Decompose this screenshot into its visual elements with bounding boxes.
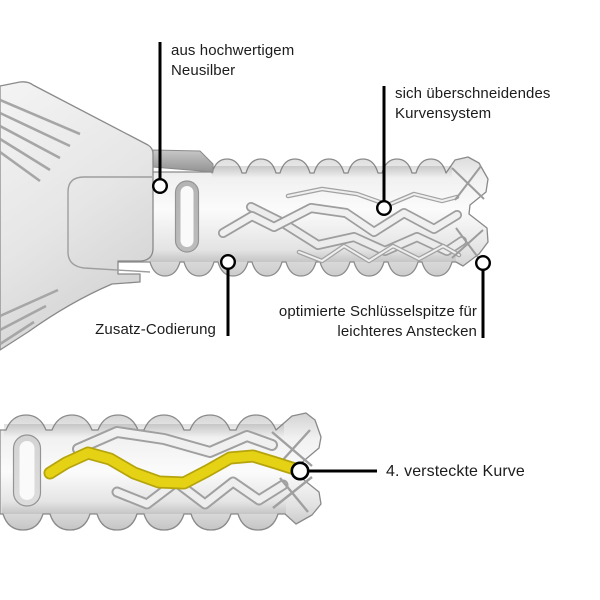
callout-label-line: optimierte Schlüsselspitze für — [278, 303, 477, 320]
callout-marker-material — [151, 177, 168, 194]
blade-top-shade — [212, 166, 452, 178]
curve-ribbon-core — [113, 478, 287, 508]
head-grip-ridges-top — [0, 98, 81, 183]
curve-groove-thin-core — [298, 245, 460, 262]
key-slot-inner — [180, 186, 194, 247]
callout-marker-curve-system — [376, 199, 393, 216]
closeup-slot-inner — [19, 441, 35, 500]
callout-label-line: 4. versteckte Kurve — [386, 463, 525, 480]
top-key-illustration — [0, 81, 489, 351]
callout-label-line: leichteres Anstecken — [337, 323, 477, 340]
key-tip-grooves — [451, 165, 485, 261]
callout-label-line: Neusilber — [171, 62, 236, 79]
closeup-tip-grooves — [271, 429, 313, 513]
key-head — [0, 81, 154, 351]
callout-marker-hidden-curve — [290, 461, 310, 481]
callout-label-line: aus hochwertigem — [171, 42, 295, 59]
head-grip-ridges-bottom — [0, 288, 59, 346]
callout-label-line: sich überschneidendes — [395, 85, 551, 102]
callout-label-line: Zusatz-Codierung — [95, 321, 216, 338]
yellow-curve-core — [45, 448, 303, 488]
key-collar — [152, 149, 214, 173]
callout-label-material: aus hochwertigem Neusilber — [171, 41, 294, 81]
callout-label-curve-system: sich überschneidendes Kurvensystem — [395, 84, 551, 124]
closeup-curve-grooves — [72, 426, 289, 510]
callout-label-line: Kurvensystem — [395, 105, 492, 122]
callout-marker-extra-coding — [219, 253, 236, 270]
callout-label-extra-coding: Zusatz-Codierung — [95, 320, 216, 340]
head-inner-panel — [67, 176, 152, 273]
hidden-curve-highlight — [43, 446, 305, 490]
callout-label-hidden-curve: 4. versteckte Kurve — [386, 462, 525, 482]
curve-ribbon-core — [74, 428, 276, 456]
bottom-key-illustration — [0, 412, 322, 531]
callout-label-key-tip: optimierte Schlüsselspitze für leichtere… — [279, 302, 477, 342]
callout-marker-key-tip — [475, 255, 492, 272]
curve-system-grooves — [218, 186, 467, 264]
curve-ribbon-core — [219, 204, 461, 237]
callout-graphics — [151, 42, 492, 481]
